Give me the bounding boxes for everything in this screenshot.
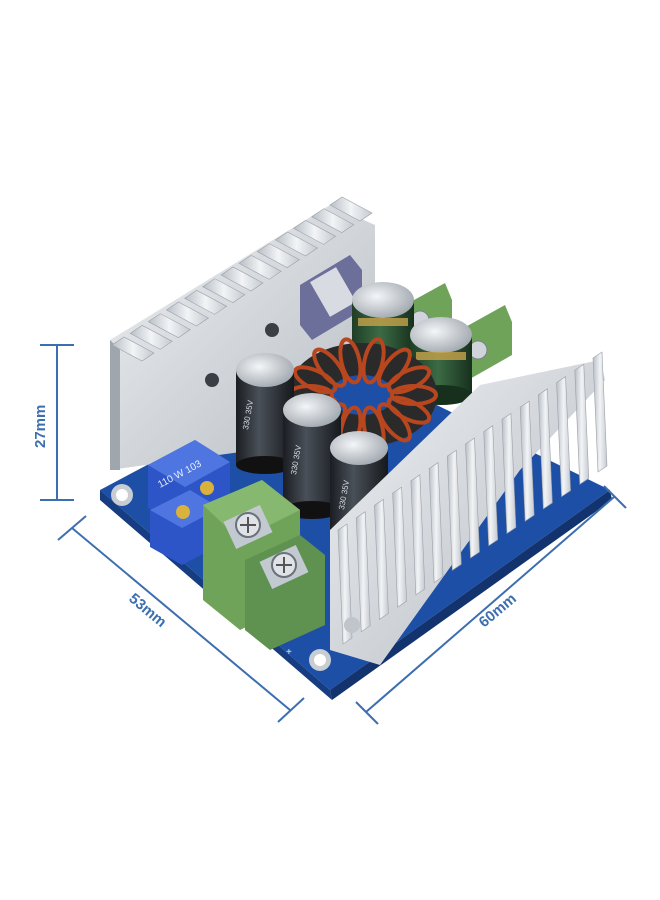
heatsink-fin [329,196,373,222]
heatsink-fin [538,388,553,510]
heatsink-fin [337,523,353,645]
heatsink-left [110,196,375,470]
heatsink-right [330,351,608,665]
terminal-screw [223,504,273,550]
heatsink-fin [374,498,389,620]
mounting-hole [111,484,133,506]
heatsink-fin [465,437,480,559]
heatsink-fin [111,336,155,362]
height-dimension-label: 27mm [32,405,49,448]
heatsink-fin [165,301,210,327]
heatsink-fin [446,449,462,571]
dimension-height: 27mm [32,344,74,501]
heatsink-fin [556,376,571,498]
inductor-winding [361,337,386,385]
heatsink-fin [428,462,444,584]
heatsink-fin [311,208,355,234]
inductor-winding [338,337,363,385]
mounting-hole [309,649,331,671]
heatsink-fin [519,400,535,522]
heatsink-fin [220,266,264,292]
heatsink-fin [184,289,228,315]
depth-dimension-label: 53mm [125,590,169,631]
terminal-block-output [203,480,325,650]
heatsink-fin [202,278,246,304]
heatsink-fin [293,219,337,245]
heatsink-fin [238,254,282,280]
heatsink-fin [410,474,426,596]
heatsink-fin [483,425,499,547]
heatsink-fin [129,324,173,350]
inductor-winding [312,347,348,388]
trimmer-potentiometer [150,490,220,565]
heatsink-fin [392,486,407,608]
heatsink-fin [592,351,608,473]
heatsink-fin [256,243,300,269]
silkscreen-plus-label: + [286,647,292,658]
heatsink-fin [501,412,517,534]
inductor-winding [386,365,432,395]
terminal-screw [259,544,309,590]
heatsink-fin [274,231,319,257]
heatsink-fin [355,511,371,633]
heatsink-fin [574,363,590,485]
power-transistor [300,255,362,340]
heatsink-fin [147,313,191,339]
inductor-winding [376,402,412,443]
